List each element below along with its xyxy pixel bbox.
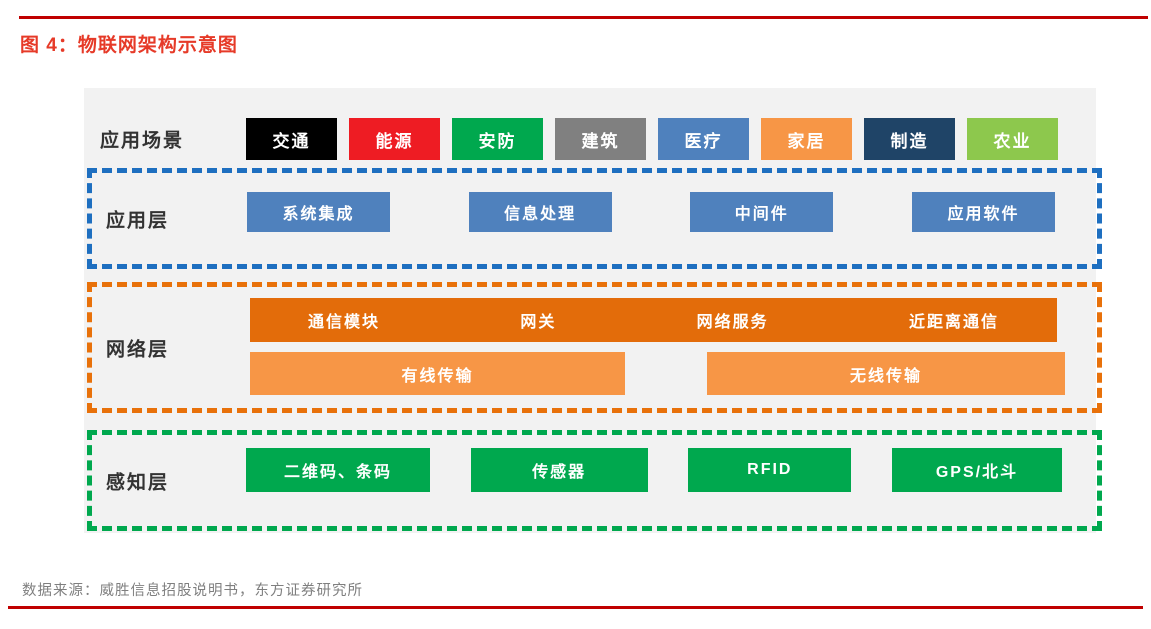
network-components-bar: 通信模块 网关 网络服务 近距离通信	[250, 298, 1057, 342]
scenario-boxes: 交通 能源 安防 建筑 医疗 家居 制造 农业	[246, 118, 1058, 160]
top-divider-rule	[19, 16, 1148, 19]
scenario-box-security: 安防	[452, 118, 543, 160]
sense-box-rfid: RFID	[688, 448, 852, 492]
app-box-system-integration: 系统集成	[247, 192, 390, 232]
sense-box-gps-beidou: GPS/北斗	[891, 448, 1062, 492]
network-item-comm-module: 通信模块	[308, 314, 381, 331]
app-box-application-soft: 应用软件	[911, 192, 1055, 232]
sensing-layer-label: 感知层	[106, 472, 170, 493]
sense-box-qrcode-barcode: 二维码、条码	[246, 448, 430, 492]
bottom-divider-rule	[8, 606, 1143, 609]
scenario-box-construction: 建筑	[555, 118, 646, 160]
application-layer-label: 应用层	[106, 210, 170, 231]
sensing-layer-boxes: 二维码、条码 传感器 RFID GPS/北斗	[246, 448, 1062, 492]
sense-box-sensor: 传感器	[470, 448, 648, 492]
network-item-short-range: 近距离通信	[908, 314, 999, 331]
network-layer-band: 网络层 通信模块 网关 网络服务 近距离通信 有线传输 无线传输	[87, 282, 1102, 413]
scenario-row-label: 应用场景	[100, 130, 185, 152]
scenario-box-manufacture: 制造	[864, 118, 955, 160]
scenario-box-agriculture: 农业	[967, 118, 1058, 160]
data-source-note: 数据来源：威胜信息招股说明书，东方证券研究所	[22, 583, 363, 599]
scenario-row: 应用场景 交通 能源 安防 建筑 医疗 家居 制造 农业	[84, 118, 1096, 160]
wired-transmission-bar: 有线传输	[250, 352, 625, 395]
scenario-box-traffic: 交通	[246, 118, 337, 160]
sensing-layer-band: 感知层 二维码、条码 传感器 RFID GPS/北斗	[87, 430, 1102, 531]
figure-title: 图 4：物联网架构示意图	[20, 35, 238, 56]
scenario-box-medical: 医疗	[658, 118, 749, 160]
app-box-info-processing: 信息处理	[468, 192, 612, 232]
wireless-transmission-bar: 无线传输	[707, 352, 1065, 395]
iot-architecture-diagram: 应用场景 交通 能源 安防 建筑 医疗 家居 制造 农业 应用层 系统集成 信息…	[84, 88, 1102, 533]
app-box-middleware: 中间件	[690, 192, 834, 232]
application-layer-band: 应用层 系统集成 信息处理 中间件 应用软件	[87, 168, 1102, 269]
network-layer-label: 网络层	[106, 339, 170, 360]
application-layer-boxes: 系统集成 信息处理 中间件 应用软件	[247, 192, 1055, 232]
scenario-box-home: 家居	[761, 118, 852, 160]
network-item-gateway: 网关	[520, 314, 557, 331]
scenario-box-energy: 能源	[349, 118, 440, 160]
network-item-network-service: 网络服务	[696, 314, 769, 331]
